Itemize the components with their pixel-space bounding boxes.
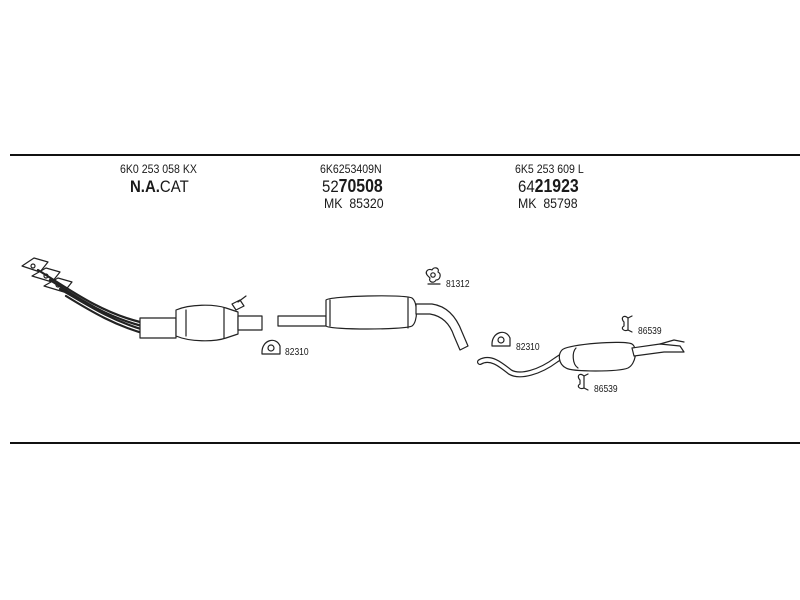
bottom-divider	[10, 442, 800, 444]
part-2-article-bold: 70508	[338, 176, 383, 196]
callout-rubber-top: 86539	[638, 326, 662, 337]
clamp-icon-front	[261, 339, 281, 355]
part-3-article-prefix: 64	[518, 177, 535, 196]
callout-hanger-middle: 81312	[446, 279, 470, 290]
top-divider	[10, 154, 800, 156]
hanger-icon-middle	[425, 267, 441, 285]
part-3-article: 6421923	[518, 177, 579, 195]
part-1-name: N.A.CAT	[130, 178, 189, 195]
rubber-mount-icon-bottom	[577, 373, 589, 391]
part-3-number: 6K5 253 609 L	[515, 162, 584, 176]
middle-silencer	[277, 295, 469, 351]
part-2-mk-number: 85320	[349, 195, 384, 211]
part-1-name-normal: CAT	[159, 177, 189, 196]
part-3-article-bold: 21923	[534, 176, 579, 196]
callout-clamp-front: 82310	[285, 347, 309, 358]
rubber-mount-icon-top	[621, 315, 633, 333]
catalytic-converter-assembly	[21, 257, 263, 342]
callout-clamp-rear: 82310	[516, 342, 540, 353]
rear-silencer	[477, 339, 685, 378]
clamp-icon-rear	[491, 331, 511, 347]
part-2-mk: MK 85320	[324, 196, 384, 210]
part-1-name-bold: N.A.	[130, 177, 160, 196]
part-1-number: 6K0 253 058 KX	[120, 162, 197, 176]
part-3-mk-number: 85798	[543, 195, 578, 211]
part-2-article-prefix: 52	[322, 177, 339, 196]
part-3-mk-prefix: MK	[518, 195, 537, 211]
part-3-mk: MK 85798	[518, 196, 578, 210]
callout-rubber-bottom: 86539	[594, 384, 618, 395]
part-2-mk-prefix: MK	[324, 195, 343, 211]
part-2-number: 6K6253409N	[320, 162, 382, 176]
part-2-article: 5270508	[322, 177, 383, 195]
